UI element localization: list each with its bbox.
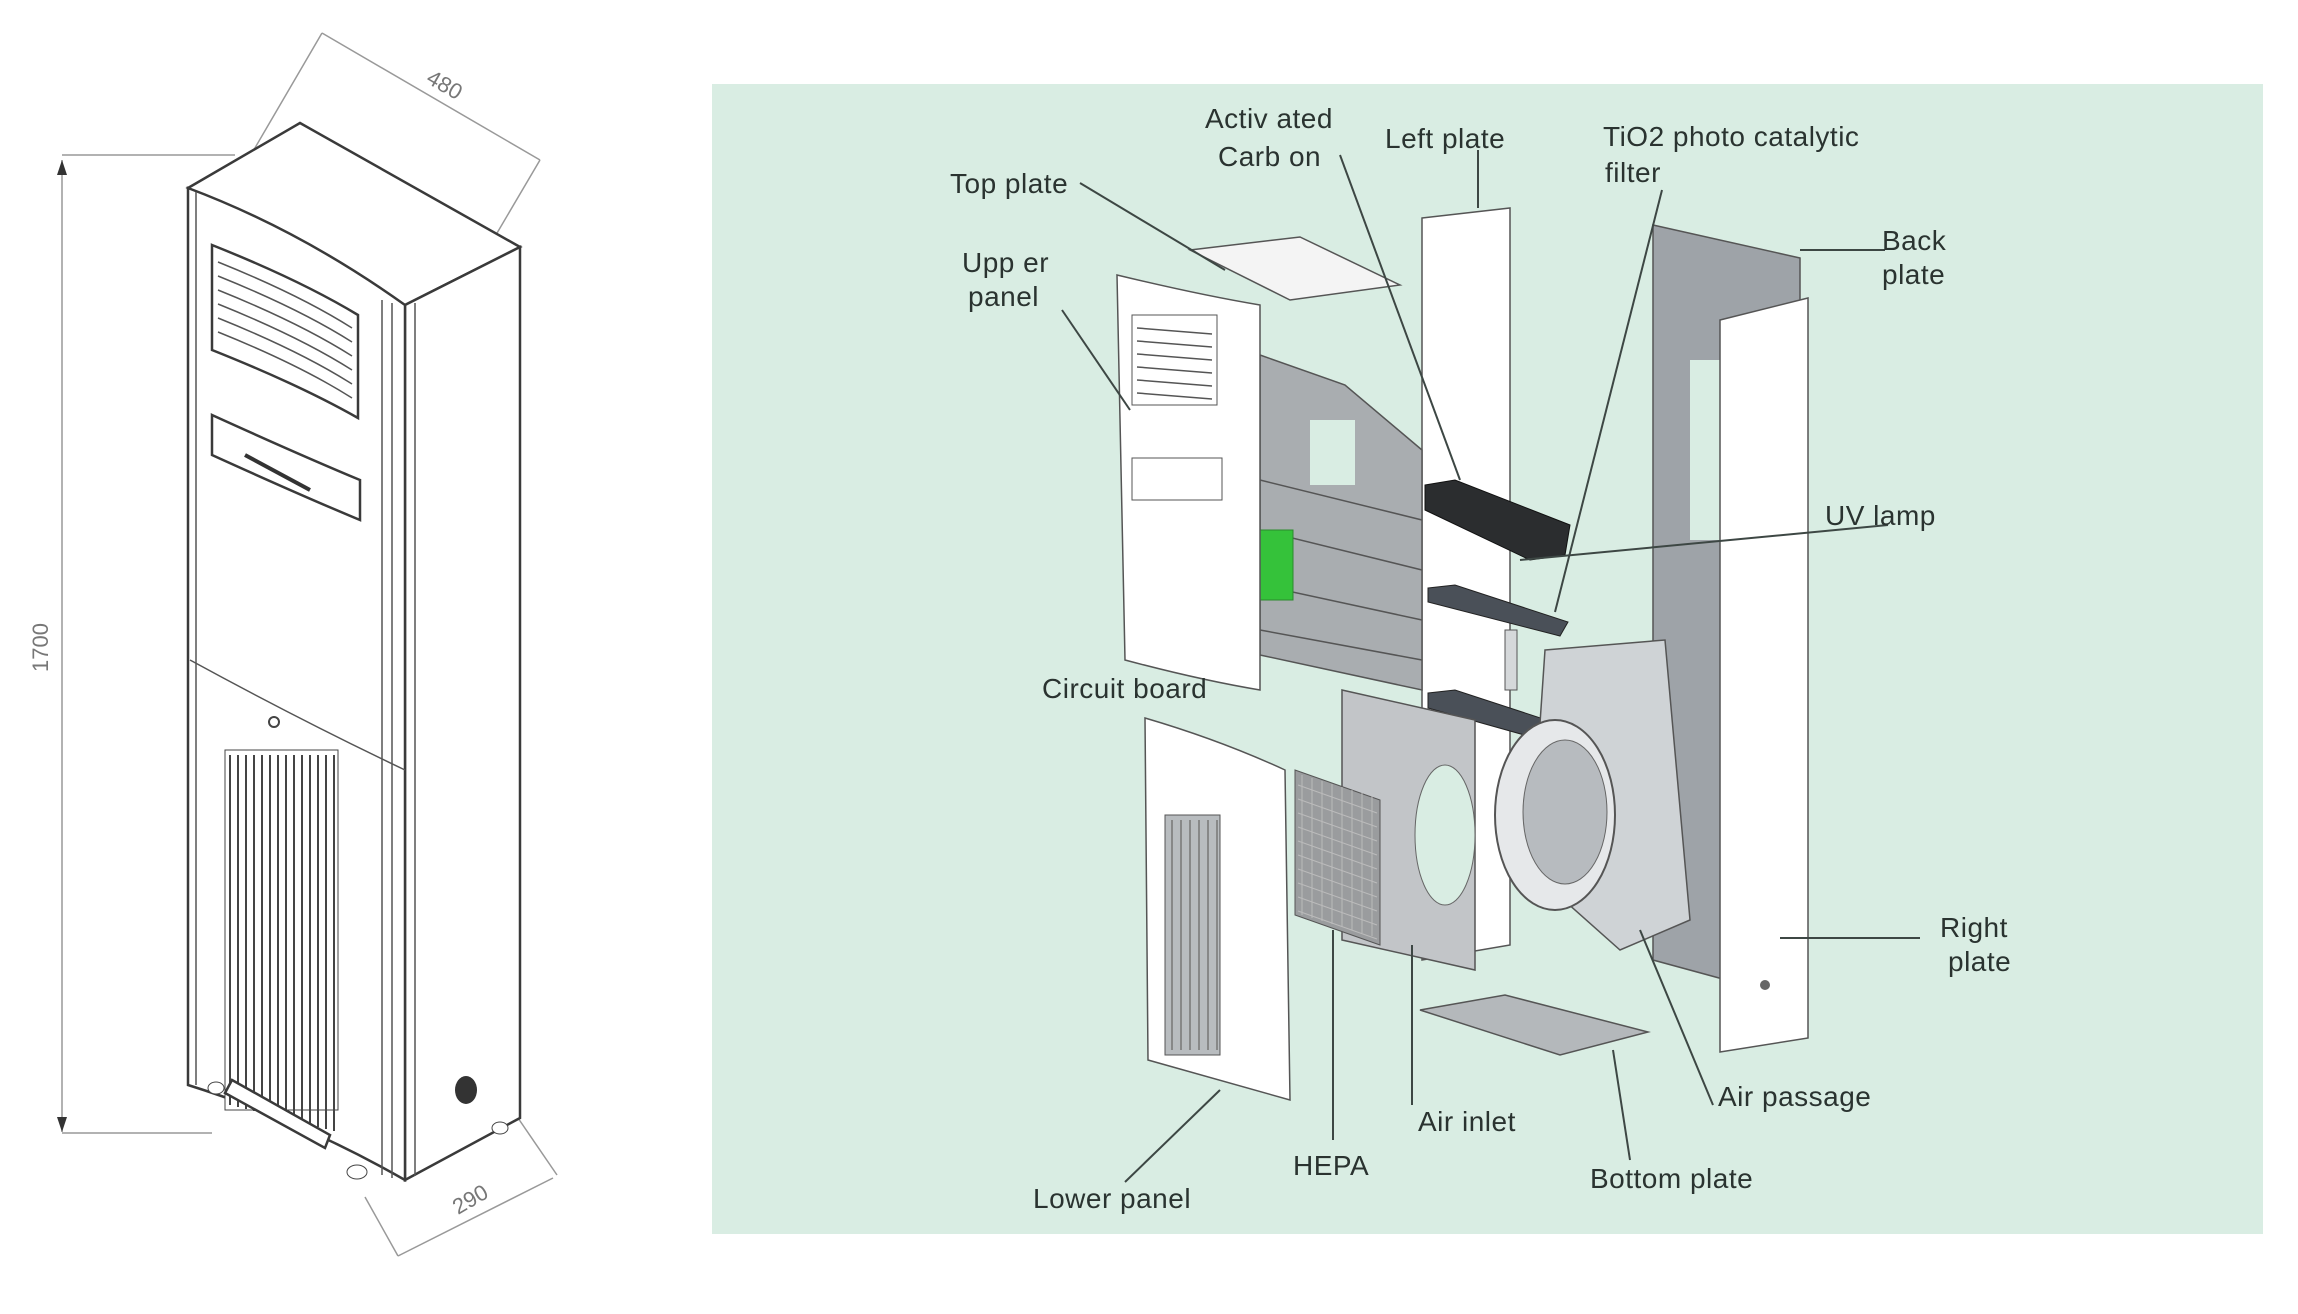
leader-bottom-plate — [1612, 1049, 1631, 1161]
depth-dim-line — [397, 1177, 554, 1257]
label-back-plate-1: Back — [1882, 225, 1947, 256]
leader-upper-panel — [1061, 309, 1131, 411]
duct-opening — [1310, 420, 1355, 485]
height-dimension: 1700 — [28, 154, 235, 1134]
side-knob — [455, 1076, 477, 1104]
lower-panel-slats — [1171, 820, 1218, 1050]
width-dim-ext-left — [251, 32, 323, 154]
assembled-unit — [185, 121, 523, 1183]
upper-panel-louvers — [1136, 327, 1213, 400]
label-upper-panel-2: panel — [968, 281, 1039, 312]
leader-tio2-filter — [1554, 189, 1663, 613]
lower-grille-frame — [224, 749, 339, 1111]
width-dim-line — [321, 32, 541, 161]
leader-air-passage — [1639, 929, 1714, 1106]
depth-dimension-label: 290 — [448, 1179, 492, 1219]
foot — [491, 1121, 509, 1135]
mesh-line — [1297, 910, 1378, 940]
tio2-filter-upper — [1427, 584, 1569, 637]
hepa-mesh — [1297, 775, 1378, 940]
mesh-line — [1297, 826, 1378, 856]
mesh-line — [1297, 784, 1378, 814]
depth-dim-ext-left — [364, 1196, 399, 1257]
arrow-up-icon — [57, 160, 67, 175]
upper-grille-louvers — [217, 261, 353, 399]
arrow-down-icon — [57, 1117, 67, 1132]
mesh-line — [1297, 868, 1378, 898]
duct-band — [1259, 629, 1423, 661]
lower-panel-grille — [1164, 814, 1221, 1056]
height-dimension-label: 1700 — [28, 623, 53, 672]
label-activated-carbon-1: Activ ated — [1205, 103, 1333, 134]
label-activated-carbon-2: Carb on — [1218, 141, 1321, 172]
label-left-plate: Left plate — [1385, 123, 1505, 154]
label-hepa: HEPA — [1293, 1150, 1369, 1181]
air-inlet-opening — [1414, 764, 1476, 906]
upper-panel-display — [1131, 457, 1223, 501]
label-circuit-board: Circuit board — [1042, 673, 1207, 704]
unit-right-side — [403, 244, 522, 1183]
width-dimension-label: 480 — [423, 65, 467, 105]
label-top-plate: Top plate — [950, 168, 1068, 199]
label-upper-panel-1: Upp er — [962, 247, 1049, 278]
label-back-plate-2: plate — [1882, 259, 1945, 290]
uv-lamp — [1504, 629, 1518, 691]
leader-lower-panel — [1124, 1089, 1221, 1183]
label-tio2-1: TiO2 photo catalytic — [1603, 121, 1859, 152]
lower-grille-slats — [229, 755, 335, 1131]
bottom-slot — [223, 1078, 332, 1150]
display-window — [210, 413, 362, 522]
louver-line — [1136, 340, 1213, 348]
display-bar — [244, 453, 311, 492]
depth-dim-ext-right — [517, 1117, 558, 1176]
part-labels: Top plate Activ ated Carb on Left plate … — [950, 103, 2011, 1214]
leader-top-plate — [1079, 182, 1226, 271]
width-dim-ext-right — [489, 159, 541, 246]
back-plate-window — [1690, 360, 1720, 540]
label-right-plate-1: Right — [1940, 912, 2008, 943]
leader-activated-carbon — [1339, 154, 1461, 481]
label-lower-panel: Lower panel — [1033, 1183, 1191, 1214]
circuit-board — [1259, 529, 1294, 601]
foot — [207, 1081, 225, 1095]
mesh-line — [1297, 840, 1378, 870]
louver-line — [217, 331, 353, 399]
bottom-plate — [1419, 994, 1651, 1056]
blower-inlet — [1522, 739, 1608, 885]
label-uv-lamp: UV lamp — [1825, 500, 1936, 531]
label-tio2-2: filter — [1605, 157, 1661, 188]
duct-band — [1259, 479, 1423, 521]
assembled-unit-view: 1700 480 290 — [28, 32, 558, 1257]
foot — [346, 1164, 368, 1180]
louver-line — [1136, 392, 1213, 400]
hepa-filter — [1294, 769, 1381, 946]
mesh-line — [1297, 882, 1378, 912]
leader-uv-lamp — [1519, 524, 1889, 561]
mesh-line — [1297, 812, 1378, 842]
right-plate-knob — [1760, 980, 1770, 990]
louver-line — [1136, 379, 1213, 387]
panel-split-line — [189, 659, 406, 771]
top-plate — [1187, 236, 1403, 301]
indicator-light — [268, 716, 280, 728]
louver-line — [1136, 327, 1213, 335]
label-air-inlet: Air inlet — [1418, 1106, 1516, 1137]
label-air-passage: Air passage — [1718, 1081, 1871, 1112]
mesh-line — [1297, 854, 1378, 884]
louver-line — [217, 261, 353, 329]
mesh-line — [1297, 798, 1378, 828]
louver-line — [217, 317, 353, 385]
lower-grille — [224, 749, 339, 1111]
leader-lines — [1061, 150, 1920, 1183]
louver-line — [217, 275, 353, 343]
label-bottom-plate: Bottom plate — [1590, 1163, 1753, 1194]
louver-line — [1136, 353, 1213, 361]
louver-line — [217, 303, 353, 371]
exploded-view: Top plate Activ ated Carb on Left plate … — [712, 84, 2263, 1234]
right-plate — [1719, 297, 1809, 1053]
label-right-plate-2: plate — [1948, 946, 2011, 977]
mesh-line — [1297, 896, 1378, 926]
louver-line — [1136, 366, 1213, 374]
louver-line — [217, 289, 353, 357]
